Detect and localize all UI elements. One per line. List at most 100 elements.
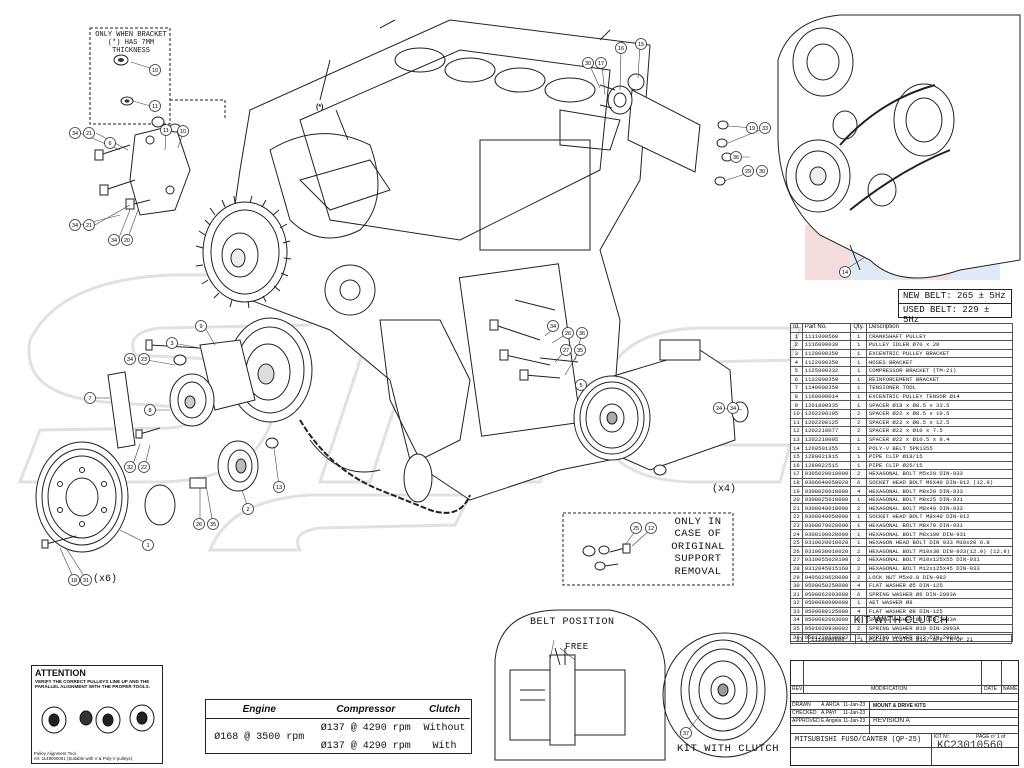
callout-circle (149, 100, 161, 112)
callout-circle (645, 522, 657, 534)
part-qty: 2 (850, 417, 867, 428)
callout-number: 11 (152, 104, 158, 110)
part-number: 1116000039 (801, 340, 852, 350)
part-id: 5 (790, 365, 803, 376)
tool-name: Pulley Alignment Tool (34, 751, 76, 756)
callout-right-33: 33 (759, 122, 771, 134)
callout-number: 12 (648, 526, 654, 532)
part-id: 15 (790, 451, 803, 462)
callout-number: 16 (618, 46, 624, 52)
page-number: PAGE nº 1 of (976, 734, 1006, 740)
tool-ref: ref. 1149000001 (Suitable with V & Poly-… (34, 756, 133, 761)
belt-path (299, 419, 471, 514)
callout-number: 3 (170, 341, 173, 347)
callout-top-16: 16 (615, 42, 627, 54)
part-number: 9500062093000 (801, 589, 852, 599)
callout-top-left-10: 10 (177, 125, 189, 137)
callout-bottom-18: 18 (68, 574, 80, 586)
belt-position-detail (494, 609, 666, 761)
attention-text: VERIFY THE CORRECT PULLEYS LINE UP AND T… (35, 679, 150, 690)
part-description: HEXAGONAL BOLT M8x25 DIN-931 (865, 494, 1013, 505)
callout-circle (746, 122, 758, 134)
callout-circle (560, 344, 572, 356)
part-qty: 1 (850, 520, 867, 531)
part-description: SOCKET HEAD BOLT M6X40 DIN-912 (12.9) (865, 477, 1013, 488)
part-qty: 2 (850, 469, 867, 479)
part-description: HEXAGONAL BOLT M10x125x55 DIN-931 (865, 555, 1013, 565)
part-id: 32 (790, 598, 803, 608)
callout-circle (575, 379, 587, 391)
callout-circle (839, 266, 851, 278)
part-description: HEXAGONAL BOLT M8x20 DIN-933 (865, 486, 1013, 496)
part-number: 1201800335 (801, 400, 852, 410)
callout-comp-34: 34 (547, 320, 559, 332)
part-id: 28 (790, 563, 803, 574)
callout-number: 18 (71, 578, 77, 584)
part-description: SPACER Ø22 x Ø8.5 x 12.5 (865, 417, 1013, 428)
callout-top-left-11: 11 (160, 124, 172, 136)
callout-circle (727, 402, 739, 414)
callout-circle (582, 57, 594, 69)
kit-with-clutch-table: 37 1116000800 1 PULLEY CLUTCH Ø137 8PK T… (790, 634, 1012, 644)
part-number: 9312045015160 (801, 563, 852, 574)
callout-left-22: 22 (138, 461, 150, 473)
approved-date: 11-Jan-23 (843, 718, 866, 724)
table-row: Ø137 @ 4290 rpm With (206, 737, 470, 755)
part-qty: 1 (850, 537, 867, 548)
new-belt-value: 265 ± 5Hz (957, 291, 1006, 301)
callout-number: 33 (762, 126, 768, 132)
part-id: 13 (790, 434, 803, 445)
used-belt-row: USED BELT: 229 ± 5Hz (899, 303, 1011, 325)
callout-number: 14 (842, 270, 848, 276)
col-compressor: Compressor (312, 700, 420, 719)
callout-number: 23 (141, 357, 147, 363)
part-id: 17 (790, 469, 803, 479)
part-qty: 1 (850, 331, 867, 342)
callout-mid-left-20: 20 (121, 234, 133, 246)
callout-left-13: 13 (273, 481, 285, 493)
callout-number: 36 (733, 155, 739, 161)
col-engine: Engine (206, 700, 313, 719)
callout-circle (576, 327, 588, 339)
part-qty: 2 (850, 546, 867, 557)
part-qty: 2 (850, 426, 867, 436)
part-description: TENSIONER TOOL (865, 383, 1013, 393)
callout-circle (124, 353, 136, 365)
callout-circle (124, 461, 136, 473)
part-qty: 1 (850, 443, 867, 453)
callout-top-left-21: 21 (83, 127, 95, 139)
part-qty: 1 (850, 348, 867, 359)
part-description: HEXAGONAL BOLT M8x40 DIN-933 (865, 503, 1013, 514)
part-qty: 2 (850, 555, 867, 565)
callout-mid-left-34b: 34 (108, 234, 120, 246)
kit-number: KC23010560 (937, 740, 1004, 752)
callout-circle (138, 353, 150, 365)
title-block: REV. MODIFICATION DATE NAME DRAWN A.ARCA… (790, 660, 1019, 766)
part-description: EXCENTRIC PULLEY BRACKET (865, 348, 1013, 359)
callout-top-15: 15 (635, 38, 647, 50)
vehicle-name: MITSUBISHI FUSO/CANTER (QP-25) (795, 736, 922, 744)
checked-date: 11-Jan-23 (843, 710, 866, 716)
callout-circle (142, 539, 154, 551)
part-description: SPACER Ø22 x Ø8.5 x 10.5 (865, 408, 1013, 419)
callout-comp-35: 35 (574, 344, 586, 356)
part-id: 18 (790, 477, 803, 488)
part-qty: 1 (850, 383, 867, 393)
callout-circle (166, 337, 178, 349)
part-number: 1160000014 (801, 391, 852, 402)
callout-number: 15 (638, 42, 644, 48)
part-id: 4 (790, 357, 803, 367)
part-id: 26 (790, 546, 803, 557)
part-qty: 1 (850, 512, 867, 522)
new-belt-row: NEW BELT: 265 ± 5Hz (899, 290, 1011, 303)
part-number: 1111000560 (801, 331, 852, 342)
